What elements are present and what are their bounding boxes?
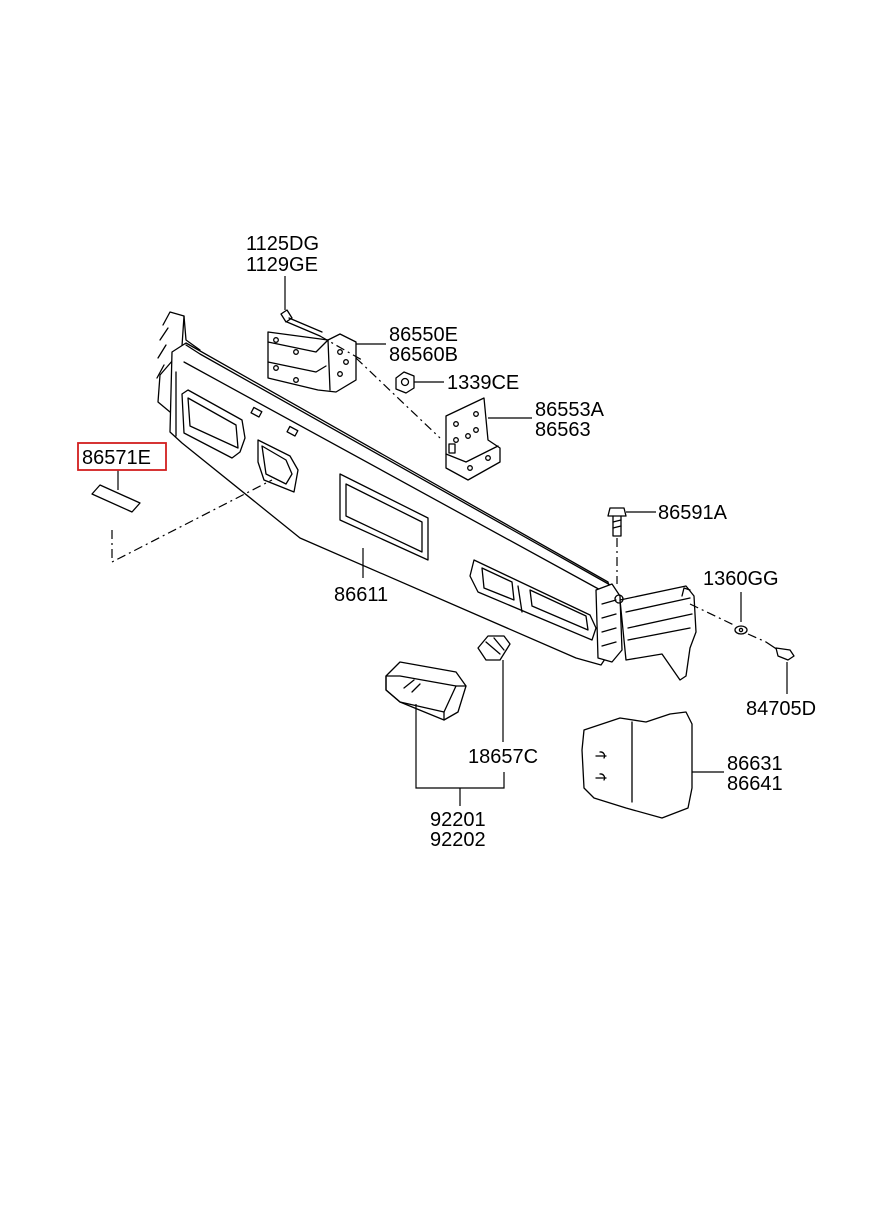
centerline-washer xyxy=(689,603,767,643)
centerline-pad xyxy=(111,479,273,563)
label-bolt-a: 1125DG xyxy=(246,233,319,255)
nut xyxy=(395,371,415,394)
end-cap xyxy=(581,711,693,819)
label-end-cap-b: 86641 xyxy=(727,773,783,795)
highlight-box xyxy=(77,442,167,471)
label-bolt-b: 1129GE xyxy=(246,254,318,276)
fog-lamp xyxy=(385,661,467,721)
bulb xyxy=(477,635,511,661)
bolt-upper xyxy=(280,309,323,337)
leader-lamp xyxy=(415,704,505,806)
label-bolt-right: 86591A xyxy=(658,502,728,524)
label-lower-bracket-b: 86563 xyxy=(535,419,591,441)
front-bumper xyxy=(156,311,697,681)
label-nut: 1339CE xyxy=(447,372,519,394)
washer xyxy=(734,625,748,635)
label-bulb: 18657C xyxy=(468,746,538,768)
label-upper-bracket-b: 86560B xyxy=(389,344,458,366)
upper-bracket xyxy=(267,331,357,393)
label-lower-bracket-a: 86553A xyxy=(535,399,605,421)
label-end-cap-a: 86631 xyxy=(727,753,783,775)
lower-bracket xyxy=(445,397,501,481)
label-upper-bracket-a: 86550E xyxy=(389,324,458,346)
label-lamp-b: 92202 xyxy=(430,829,486,851)
centerline-bolt xyxy=(319,335,363,361)
centerline-bracket-nut xyxy=(355,357,441,439)
label-washer: 1360GG xyxy=(703,568,779,590)
label-lamp-a: 92201 xyxy=(430,809,486,831)
pad xyxy=(91,484,141,513)
label-bumper: 86611 xyxy=(334,584,388,606)
screw xyxy=(765,641,795,661)
label-pad: 86571E xyxy=(82,447,151,469)
bolt-right xyxy=(607,507,627,537)
label-screw: 84705D xyxy=(746,698,816,720)
